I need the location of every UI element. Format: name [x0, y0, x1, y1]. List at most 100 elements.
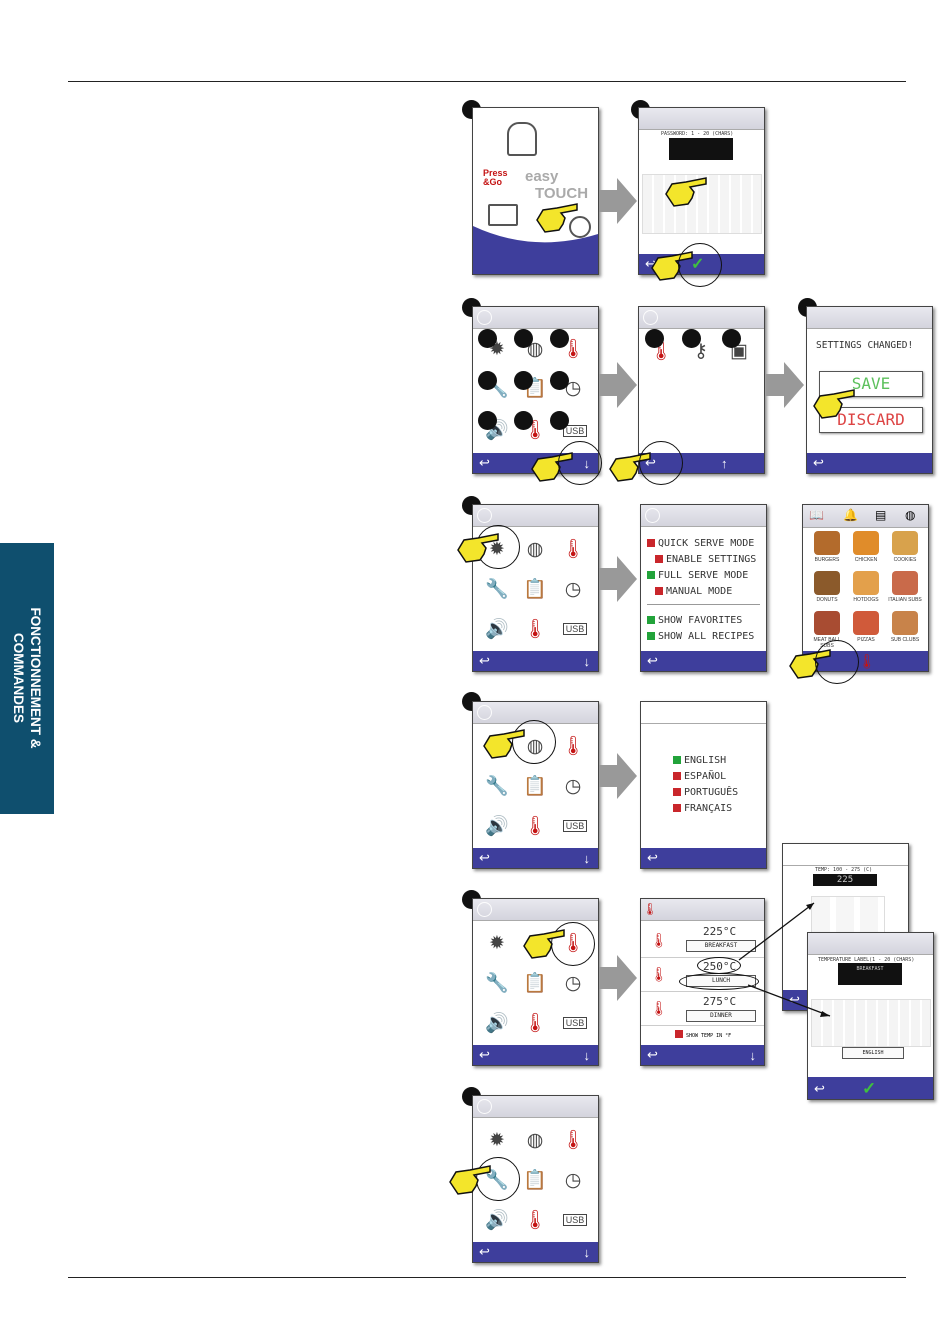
globe-icon[interactable]: ◍ — [526, 1129, 544, 1151]
clock-icon[interactable]: ◷ — [564, 578, 582, 600]
gear-icon[interactable] — [569, 216, 591, 238]
book-icon[interactable]: 📖 — [809, 508, 824, 522]
usb-icon[interactable]: USB — [563, 623, 587, 635]
clipboard-icon[interactable]: 📋 — [523, 1170, 547, 1191]
recipe-tile[interactable] — [892, 531, 918, 555]
password-field[interactable] — [669, 138, 733, 160]
temp-label-button[interactable]: DINNER — [686, 1010, 756, 1022]
pointing-hand-icon — [523, 929, 565, 959]
bell-icon[interactable]: 🔔 — [843, 508, 858, 522]
wrench-icon[interactable]: 🔧 — [485, 973, 509, 994]
menu-item[interactable]: QUICK SERVE MODE — [647, 538, 754, 549]
speaker-icon[interactable]: 🔊 — [485, 816, 509, 837]
thermometer-icon[interactable]: 🌡 — [858, 652, 876, 669]
language-item[interactable]: PORTUGUÊS — [673, 787, 738, 798]
menu-item[interactable]: SHOW FAVORITES — [647, 615, 742, 626]
menu-item[interactable]: FULL SERVE MODE — [647, 570, 748, 581]
highlight-circle — [815, 640, 859, 684]
globe-icon[interactable]: ◍ — [905, 508, 916, 522]
label-entry-field[interactable]: BREAKFAST — [838, 963, 902, 985]
thermometer-icon: 🌡 — [650, 965, 668, 982]
menu-item[interactable]: SHOW ALL RECIPES — [647, 631, 754, 642]
usb-icon[interactable]: USB — [563, 820, 587, 832]
clipboard-icon[interactable]: 📋 — [523, 973, 547, 994]
pointing-hand-icon — [536, 203, 578, 233]
temp-value[interactable]: 225°C — [703, 925, 737, 938]
clock-icon[interactable]: ◷ — [564, 1169, 582, 1191]
settings-changed-title: SETTINGS CHANGED! — [816, 340, 914, 351]
temp-label-button[interactable]: BREAKFAST — [686, 940, 756, 952]
recipe-tile[interactable] — [853, 531, 879, 555]
wrench-icon[interactable]: 🔧 — [485, 776, 509, 797]
temp-value[interactable]: 275°C — [703, 995, 737, 1008]
thermometer-icon[interactable]: 🌡 — [560, 1130, 586, 1151]
temp-entry-field[interactable]: 225 — [813, 874, 877, 886]
speaker-icon[interactable]: 🔊 — [485, 1013, 509, 1034]
wrench-icon[interactable]: 🔧 — [485, 579, 509, 600]
highlight-circle — [558, 441, 602, 485]
highlight-circle — [512, 720, 556, 764]
list-icon[interactable]: ▤ — [875, 508, 887, 522]
top-rule — [68, 81, 906, 82]
recipe-tile[interactable] — [853, 571, 879, 595]
thermometer-clock-icon[interactable]: 🌡 — [522, 1210, 548, 1231]
language-item[interactable]: FRANÇAIS — [673, 803, 732, 814]
thermometer-icon: 🌡 — [642, 902, 658, 916]
recipe-label: SUB CLUBS — [890, 637, 920, 643]
recipe-label: ITALIAN SUBS — [888, 597, 922, 603]
step-marker — [682, 329, 701, 348]
usb-icon[interactable]: USB — [563, 1017, 587, 1029]
thermometer-icon: 🌡 — [650, 931, 668, 948]
section-tab: FONCTIONNEMENT &COMMANDES — [0, 543, 54, 814]
usb-icon[interactable]: USB — [563, 425, 587, 437]
usb-icon[interactable]: USB — [563, 1214, 587, 1226]
thermometer-clock-icon[interactable]: 🌡 — [522, 816, 548, 837]
save-button[interactable]: SAVE — [819, 371, 923, 397]
recipe-tile[interactable] — [892, 571, 918, 595]
step-marker — [514, 371, 533, 390]
keyboard-language-button[interactable]: ENGLISH — [842, 1047, 904, 1059]
keyboard[interactable] — [811, 999, 931, 1047]
clock-icon[interactable]: ◷ — [564, 377, 582, 399]
language-item[interactable]: ENGLISH — [673, 755, 726, 766]
speaker-icon[interactable]: 🔊 — [485, 1210, 509, 1231]
clock-icon[interactable]: ◷ — [564, 775, 582, 797]
recipe-tile[interactable] — [853, 611, 879, 635]
speaker-icon[interactable]: 🔊 — [485, 619, 509, 640]
temp-row-divider — [641, 1025, 764, 1026]
menu-item[interactable]: MANUAL MODE — [655, 586, 732, 597]
pointing-hand-icon — [483, 729, 525, 759]
show-fahrenheit-toggle[interactable]: SHOW TEMP IN °F — [675, 1030, 731, 1039]
thermometer-clock-icon[interactable]: 🌡 — [522, 1013, 548, 1034]
language-item[interactable]: ESPAÑOL — [673, 771, 726, 782]
clipboard-icon[interactable]: 📋 — [523, 776, 547, 797]
step-marker — [478, 371, 497, 390]
discard-button[interactable]: DISCARD — [819, 407, 923, 433]
thermometer-icon[interactable]: 🌡 — [560, 736, 586, 757]
thermometer-icon[interactable]: 🌡 — [560, 539, 586, 560]
flow-arrow — [599, 178, 637, 224]
clock-icon[interactable]: ◷ — [564, 972, 582, 994]
label-entry-prompt: TEMPERATURE LABEL(1 - 20 (CHARS) — [818, 957, 915, 963]
flow-arrow — [766, 362, 804, 408]
pointing-hand-icon — [457, 533, 499, 563]
flow-arrow — [599, 955, 637, 1001]
gear-icon[interactable]: ✹ — [489, 1129, 505, 1151]
clipboard-icon[interactable]: 📋 — [523, 579, 547, 600]
label-entry-screen: TEMPERATURE LABEL(1 - 20 (CHARS) BREAKFA… — [807, 932, 934, 1100]
highlight-circle — [678, 243, 722, 287]
thermometer-clock-icon[interactable]: 🌡 — [522, 619, 548, 640]
step-marker — [478, 329, 497, 348]
recipe-tile[interactable] — [814, 531, 840, 555]
recipe-tile[interactable] — [814, 611, 840, 635]
globe-icon[interactable]: ◍ — [526, 538, 544, 560]
book-icon — [488, 204, 518, 226]
recipe-tile[interactable] — [814, 571, 840, 595]
recipe-tile[interactable] — [892, 611, 918, 635]
menu-item[interactable]: ENABLE SETTINGS — [655, 554, 756, 565]
gear-icon[interactable]: ✹ — [489, 932, 505, 954]
flow-arrow — [599, 556, 637, 602]
pointing-hand-icon — [665, 177, 707, 207]
flow-arrow — [599, 362, 637, 408]
recipe-label: COOKIES — [893, 557, 917, 563]
